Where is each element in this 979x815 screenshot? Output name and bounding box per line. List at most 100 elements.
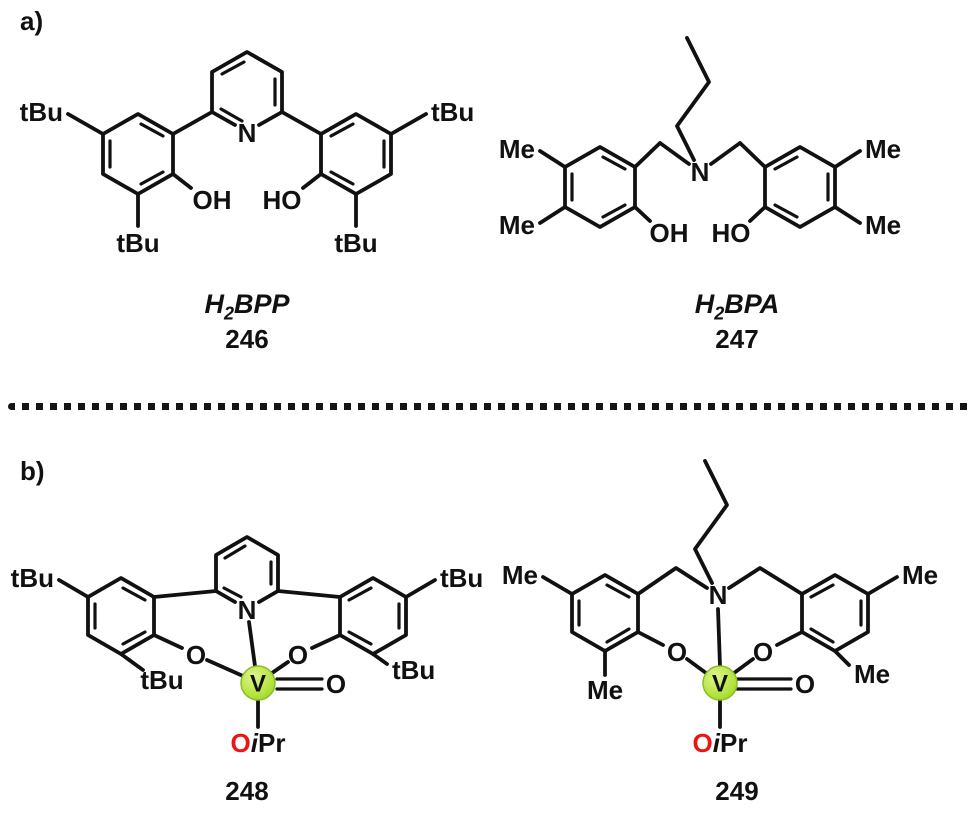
phenolate-left-double-bonds bbox=[577, 583, 631, 644]
vanadium-sphere bbox=[240, 665, 276, 701]
phenol-ring-left bbox=[101, 112, 175, 196]
vanadium-sphere bbox=[702, 665, 738, 701]
v-oxo-double-bond bbox=[735, 677, 793, 691]
phenolate-right-double-bonds bbox=[809, 583, 863, 644]
tbu-label: tBu bbox=[140, 665, 183, 695]
bonds-247 bbox=[538, 36, 862, 229]
phenol-left-double-bonds bbox=[570, 155, 627, 219]
pyridine-n-label: N bbox=[238, 118, 257, 148]
oxo-label: O bbox=[326, 669, 346, 699]
section-divider bbox=[8, 403, 970, 410]
tbu-label: tBu bbox=[334, 228, 377, 258]
n-v-bond bbox=[716, 607, 722, 668]
compound-number-247: 247 bbox=[715, 324, 759, 354]
panel-b-label: b) bbox=[20, 456, 45, 486]
pyridine-n-label: N bbox=[238, 595, 257, 625]
phenolate-o-label: O bbox=[753, 637, 773, 667]
oipr-o: O bbox=[693, 728, 713, 758]
bonds-249 bbox=[541, 459, 899, 729]
ring-o-bonds bbox=[636, 630, 804, 647]
name-subscript: 2 bbox=[223, 303, 234, 324]
phenolate-o-label: O bbox=[667, 637, 687, 667]
hydroxyl-label: HO bbox=[712, 218, 751, 248]
phenolate-ring-left bbox=[86, 576, 156, 656]
bonds-248 bbox=[57, 535, 437, 729]
phenolate-right-double-bonds bbox=[347, 586, 401, 646]
phenol-right-double-bonds bbox=[329, 122, 386, 186]
phenol-left-double-bonds bbox=[108, 122, 165, 186]
name-part: BPA bbox=[724, 289, 780, 319]
propyl-chain bbox=[693, 459, 729, 585]
phenol-ring-right bbox=[319, 112, 393, 196]
amine-n-label: N bbox=[691, 157, 710, 187]
o-v-bonds bbox=[205, 658, 290, 678]
oxo-label: O bbox=[795, 669, 815, 699]
hydroxyl-label: HO bbox=[263, 185, 302, 215]
name-part: BPP bbox=[233, 289, 290, 319]
pyridine-double-bonds bbox=[219, 60, 277, 123]
benzyl-arm-left bbox=[636, 566, 709, 596]
hydroxyl-label: OH bbox=[193, 185, 232, 215]
structure-246-drawing: N tBu tBu tBu tBu OH HO bbox=[20, 50, 474, 258]
pyridine-ring bbox=[210, 50, 284, 127]
pyridine-double-bonds bbox=[222, 544, 273, 599]
name-subscript: 2 bbox=[714, 303, 725, 324]
me-label: Me bbox=[502, 560, 538, 590]
tbu-bonds bbox=[57, 578, 437, 672]
panel-a-label: a) bbox=[20, 6, 44, 36]
phenolate-o-label: O bbox=[288, 640, 308, 670]
phenolate-ring-right bbox=[338, 576, 408, 656]
oipr-i: i bbox=[713, 728, 721, 758]
phenolate-ring-right bbox=[800, 573, 870, 653]
aryl-link-bond bbox=[152, 589, 342, 599]
aryl-link-bond bbox=[171, 110, 323, 136]
me-label: Me bbox=[499, 134, 535, 164]
propyl-chain bbox=[675, 36, 711, 162]
phenolate-o-label: O bbox=[186, 640, 206, 670]
tbu-label: tBu bbox=[20, 97, 63, 127]
tbu-label: tBu bbox=[440, 563, 483, 593]
phenol-right-double-bonds bbox=[773, 155, 830, 219]
name-part: H bbox=[694, 289, 715, 319]
bonds-246 bbox=[66, 50, 428, 228]
compound-number-246: 246 bbox=[225, 324, 269, 354]
me-label: Me bbox=[499, 210, 535, 240]
ligand-246-name: H2BPP bbox=[147, 289, 347, 324]
oipr-i: i bbox=[251, 728, 259, 758]
substituent-bonds bbox=[538, 149, 862, 225]
phenol-ring-right bbox=[763, 145, 837, 229]
me-label: Me bbox=[865, 210, 901, 240]
structure-249-drawing: V N Me Me Me Me O O O OiPr bbox=[502, 459, 938, 758]
substituent-bonds bbox=[66, 112, 428, 228]
oipr-o: O bbox=[231, 728, 251, 758]
tbu-label: tBu bbox=[116, 228, 159, 258]
ligand-247-name: H2BPA bbox=[637, 289, 837, 324]
benzyl-arm-left bbox=[633, 141, 691, 169]
pyridine-ring bbox=[214, 535, 280, 604]
structure-248-drawing: V N tBu tBu tBu tBu O O O OiPr bbox=[11, 535, 483, 758]
phenolate-ring-left bbox=[570, 573, 640, 653]
structure-247-drawing: N Me Me Me Me OH HO bbox=[499, 36, 901, 248]
amine-n-label: N bbox=[709, 580, 728, 610]
tbu-label: tBu bbox=[11, 563, 54, 593]
n-v-bond bbox=[247, 620, 257, 668]
hydroxyl-label: OH bbox=[650, 218, 689, 248]
me-label: Me bbox=[902, 560, 938, 590]
me-label: Me bbox=[865, 134, 901, 164]
isopropoxide-label: OiPr bbox=[231, 728, 286, 758]
name-part: H bbox=[204, 289, 224, 319]
tbu-label: tBu bbox=[431, 97, 474, 127]
o-v-bonds bbox=[685, 657, 755, 675]
isopropoxide-label: OiPr bbox=[693, 728, 748, 758]
benzyl-arm-right bbox=[709, 141, 767, 169]
tbu-label: tBu bbox=[392, 655, 435, 685]
vanadium-label: V bbox=[250, 671, 266, 698]
v-oxo-double-bond bbox=[275, 677, 324, 691]
phenolate-left-double-bonds bbox=[93, 586, 147, 646]
vanadium-label: V bbox=[712, 671, 728, 698]
me-label: Me bbox=[587, 675, 623, 705]
me-bonds bbox=[541, 575, 899, 677]
me-label: Me bbox=[854, 659, 890, 689]
ring-o-bonds bbox=[152, 633, 342, 650]
